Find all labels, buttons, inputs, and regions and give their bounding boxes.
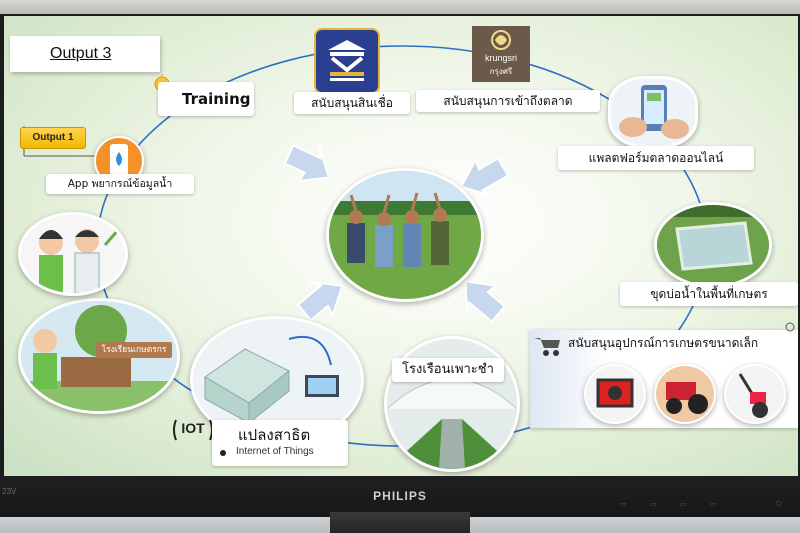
power-icon[interactable]: ⏻ bbox=[776, 500, 782, 508]
equipment-label: สนับสนุนอุปกรณ์การเกษตรขนาดเล็ก bbox=[568, 336, 759, 350]
iot-icon-text: IOT bbox=[181, 420, 205, 436]
bullet-icon bbox=[220, 450, 226, 456]
water-pump-image bbox=[584, 364, 646, 424]
iot-sub-label: Internet of Things bbox=[236, 446, 314, 457]
iot-plot-label: แปลงสาธิต bbox=[238, 426, 311, 444]
farmers-photo bbox=[326, 168, 484, 302]
online-platform-label: แพลตฟอร์มตลาดออนไลน์ bbox=[558, 146, 754, 170]
farm-pond-label: ขุดบ่อน้ำในพื้นที่เกษตร bbox=[620, 282, 798, 306]
iot-plot-box: แปลงสาธิต Internet of Things bbox=[212, 420, 348, 466]
arrow-bottom-right bbox=[464, 280, 507, 323]
monitor-button-icon[interactable]: ▭ bbox=[620, 500, 627, 508]
water-app-label: App พยากรณ์ข้อมูลน้ำ bbox=[46, 174, 194, 194]
krungsri-name: krungsri bbox=[484, 53, 517, 63]
tractor-image bbox=[654, 364, 716, 424]
monitor-stand bbox=[330, 512, 470, 533]
credit-support-label: สนับสนุนสินเชื่อ bbox=[294, 92, 410, 114]
arrow-bottom-left bbox=[296, 280, 344, 322]
baac-logo-icon bbox=[314, 28, 380, 94]
monitor-button-icon[interactable]: ▭ bbox=[710, 500, 717, 508]
arrow-top-right bbox=[459, 156, 510, 198]
greenhouse-nursery-image bbox=[384, 336, 520, 472]
training-label: Training bbox=[158, 82, 254, 116]
wheelbarrow-icon bbox=[532, 332, 562, 358]
monitor-screen: Output 3 Output 1 Training สนับสนุนสินเช… bbox=[4, 16, 798, 476]
school-sign: โรงเรียนเกษตรกร bbox=[96, 342, 172, 358]
arrow-top-left bbox=[283, 144, 331, 183]
monitor-button-icon[interactable]: ▭ bbox=[680, 500, 687, 508]
equipment-panel: สนับสนุนอุปกรณ์การเกษตรขนาดเล็ก bbox=[530, 330, 798, 428]
output1-badge: Output 1 bbox=[20, 127, 86, 149]
slide-title-box: Output 3 bbox=[10, 36, 160, 72]
slide-title: Output 3 bbox=[50, 45, 112, 62]
online-platform-image bbox=[608, 76, 698, 148]
tiller-image bbox=[724, 364, 786, 424]
monitor-button-icon[interactable]: ▭ bbox=[650, 500, 657, 508]
center-arrows bbox=[283, 144, 510, 323]
greenhouse-nursery-label: โรงเรือนเพาะชำ bbox=[392, 358, 504, 382]
krungsri-logo-icon: krungsri กรุงศรี bbox=[472, 26, 530, 82]
farmers-illustration bbox=[18, 212, 128, 296]
room-background bbox=[0, 0, 800, 14]
monitor-brand-logo: PHILIPS bbox=[373, 489, 427, 503]
iot-icon: IOT bbox=[172, 414, 214, 446]
market-access-label: สนับสนุนการเข้าถึงตลาด bbox=[416, 90, 600, 112]
krungsri-thai: กรุงศรี bbox=[489, 67, 513, 76]
cursor-icon bbox=[784, 318, 796, 332]
farm-pond-image bbox=[654, 202, 772, 288]
monitor-model: 23V bbox=[2, 487, 17, 496]
